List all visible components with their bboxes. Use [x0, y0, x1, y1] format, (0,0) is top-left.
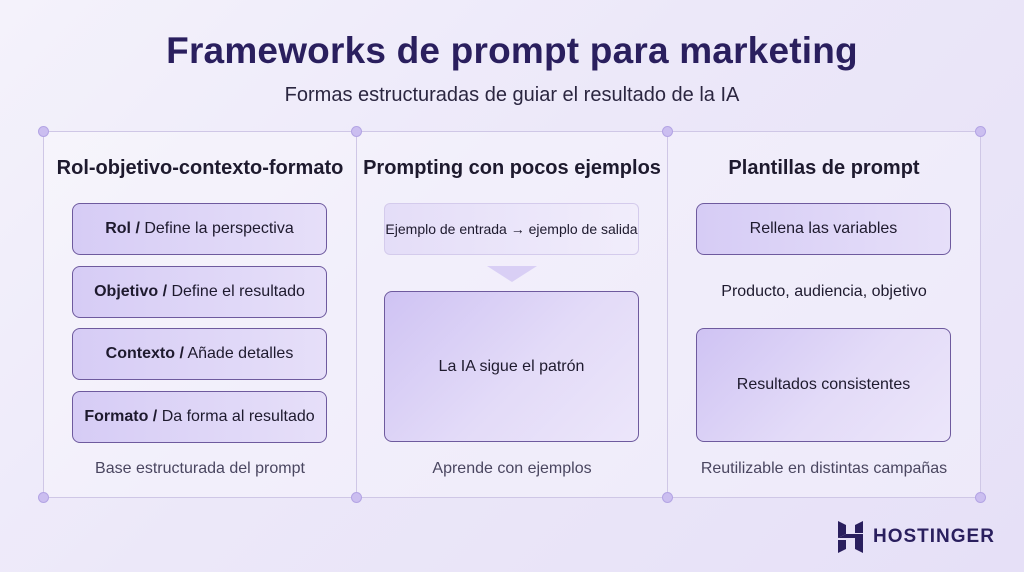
grid-dot: [662, 126, 673, 137]
column-caption-rocf: Base estructurada del prompt: [95, 460, 305, 477]
panel-left-border: [43, 131, 44, 497]
grid-dot: [38, 492, 49, 503]
hostinger-logo: HOSTINGER: [838, 521, 995, 553]
templates-step-text: Rellena las variables: [749, 220, 898, 237]
column-divider-1: [356, 131, 357, 497]
templates-step-text: Resultados consistentes: [736, 376, 911, 393]
page-title: Frameworks de prompt para marketing: [166, 30, 858, 71]
few-shot-example-text: Ejemplo de entrada → ejemplo de salida: [385, 221, 638, 237]
templates-step-fill-variables: Rellena las variables: [696, 203, 951, 255]
down-arrow-icon: [487, 266, 537, 282]
few-shot-result-box: La IA sigue el patrón: [384, 291, 639, 442]
templates-variables-text: Producto, audiencia, objetivo: [721, 283, 927, 300]
grid-dot: [662, 492, 673, 503]
rocf-item-objetivo: Objetivo / Define el resultado: [72, 266, 327, 318]
panel-top-border: [43, 131, 980, 132]
rocf-item-text: Da forma al resultado: [161, 408, 315, 425]
brand-name: HOSTINGER: [873, 526, 995, 547]
rocf-item-label: Rol /: [105, 220, 140, 237]
grid-dot: [38, 126, 49, 137]
page-subtitle: Formas estructuradas de guiar el resulta…: [284, 84, 740, 106]
column-caption-templates: Reutilizable en distintas campañas: [700, 460, 948, 477]
grid-dot: [351, 126, 362, 137]
few-shot-example-box: Ejemplo de entrada → ejemplo de salida: [384, 203, 639, 255]
hostinger-h-logo-icon: [838, 521, 863, 553]
rocf-item-formato: Formato / Da forma al resultado: [72, 391, 327, 443]
rocf-item-text: Define la perspectiva: [144, 220, 294, 237]
grid-dot: [351, 492, 362, 503]
panel-bottom-border: [43, 497, 980, 498]
grid-dot: [975, 126, 986, 137]
rocf-item-text: Añade detalles: [187, 345, 294, 362]
column-title-few-shot: Prompting con pocos ejemplos: [363, 157, 661, 179]
grid-dot: [975, 492, 986, 503]
rocf-item-rol: Rol / Define la perspectiva: [72, 203, 327, 255]
rocf-item-label: Contexto /: [105, 345, 184, 362]
rocf-item-text: Define el resultado: [171, 283, 305, 300]
column-divider-2: [667, 131, 668, 497]
column-title-rocf: Rol-objetivo-contexto-formato: [56, 157, 344, 179]
rocf-item-contexto: Contexto / Añade detalles: [72, 328, 327, 380]
column-title-templates: Plantillas de prompt: [728, 157, 920, 179]
few-shot-result-text: La IA sigue el patrón: [438, 357, 585, 375]
panel-right-border: [980, 131, 981, 497]
rocf-item-label: Objetivo /: [94, 283, 168, 300]
column-caption-few-shot: Aprende con ejemplos: [432, 460, 592, 477]
templates-step-consistent-results: Resultados consistentes: [696, 328, 951, 442]
rocf-item-label: Formato /: [84, 408, 158, 425]
